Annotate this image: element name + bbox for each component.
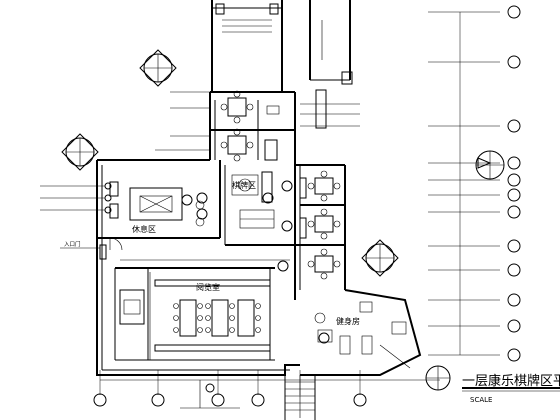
detail-tag-diamonds [61, 49, 505, 391]
drawing-scale-label: SCALE [470, 396, 492, 404]
room-label-gym: 健身房 [336, 316, 360, 326]
right-dimension-axis [428, 5, 521, 362]
interior-partitions [97, 100, 345, 361]
reading-room-furniture [119, 272, 271, 360]
bottom-dimension-axis [93, 370, 440, 407]
central-lounge [195, 171, 275, 229]
room-callout-tags [181, 180, 330, 393]
entrance-label: 入口门 [64, 240, 81, 248]
gym-equipment [314, 301, 411, 369]
room-label-front-desk: 休息区 [132, 224, 156, 234]
drawing-title: 一层康乐棋牌区平 [462, 373, 560, 389]
room-label-reading-room: 阅览室 [196, 282, 220, 292]
room-label-card-hall: 棋牌区 [232, 180, 256, 190]
card-rooms-right [299, 170, 341, 280]
entry-stair [284, 375, 316, 420]
top-entrance-zone [211, 0, 353, 92]
left-leader-notes [40, 91, 360, 409]
card-tables-upper [220, 89, 327, 162]
left-lobby [99, 181, 183, 260]
